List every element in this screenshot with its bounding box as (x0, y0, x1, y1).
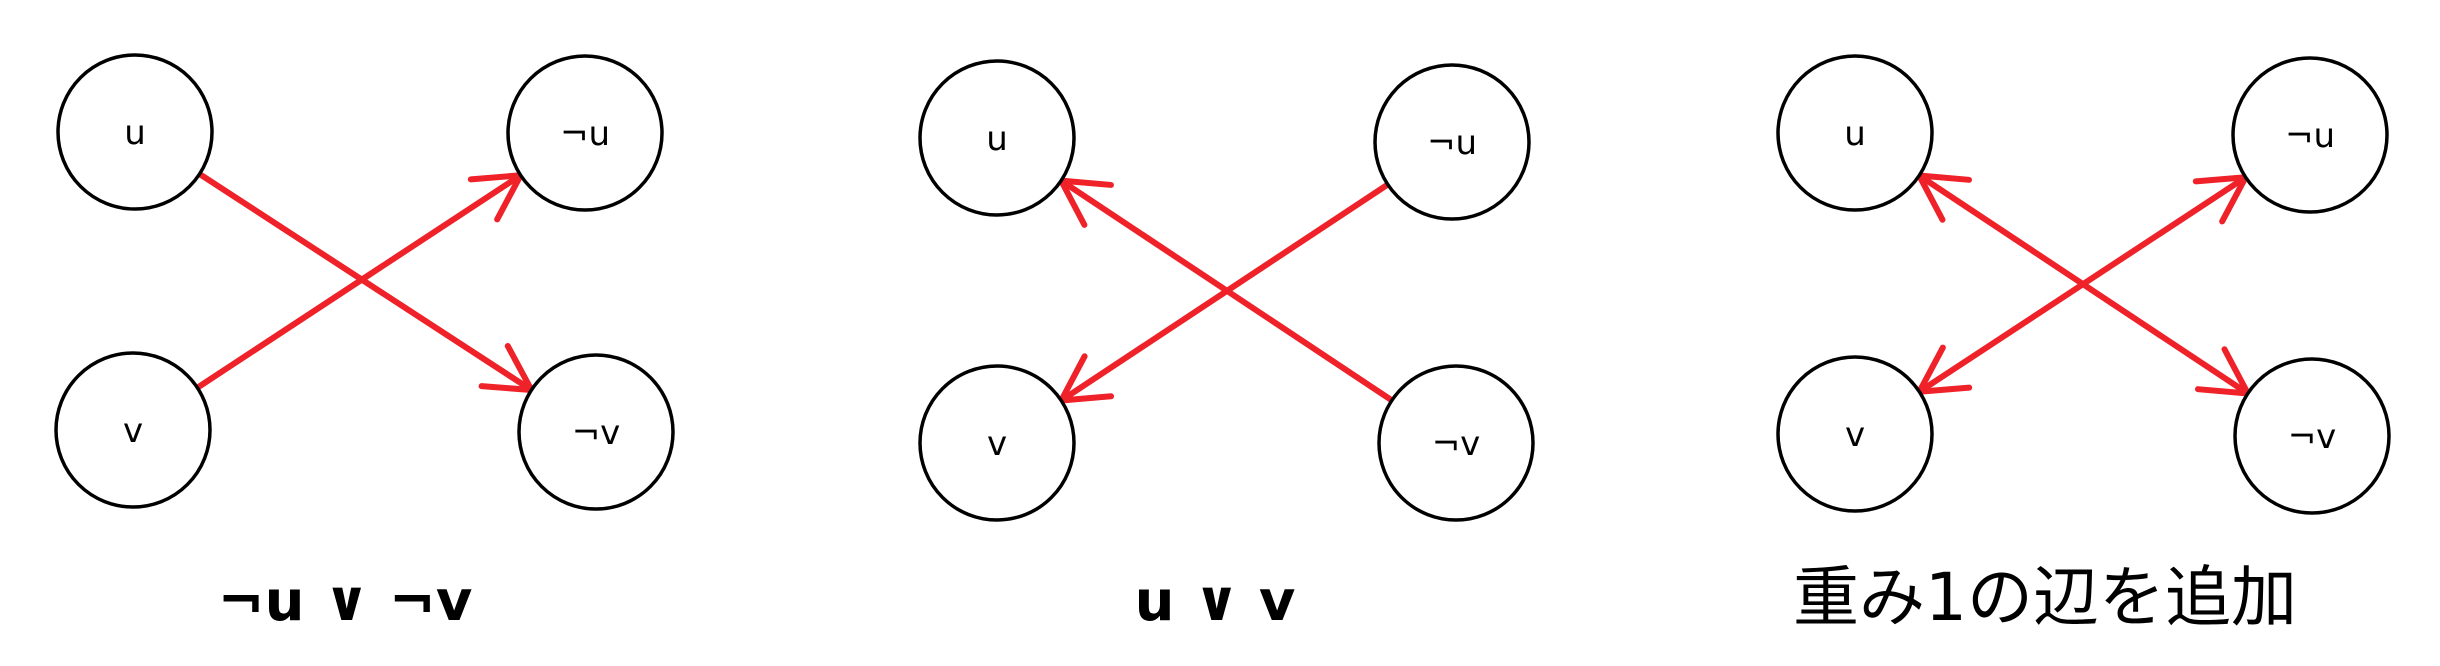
edge-u-nv (196, 170, 535, 394)
node-label: u (124, 113, 146, 153)
node-not-u: ¬u (506, 54, 664, 212)
node-circle (54, 351, 212, 509)
node-not-u: ¬u (2231, 56, 2389, 214)
node-circle (1776, 54, 1934, 212)
node-v: v (1776, 355, 1934, 513)
node-circle (56, 53, 214, 211)
node-not-v: ¬v (2233, 357, 2391, 515)
node-label: v (123, 411, 143, 451)
node-circle (918, 364, 1076, 522)
node-label: u (1844, 114, 1866, 154)
node-label: ¬v (572, 413, 621, 453)
panel-1: u ¬u v ¬v ¬u ∨ ¬v (54, 53, 675, 634)
node-circle (1377, 364, 1535, 522)
node-circle (2231, 56, 2389, 214)
node-u: u (1776, 54, 1934, 212)
node-circle (506, 54, 664, 212)
panel-2: u ¬u v ¬v u ∨ v (918, 59, 1535, 634)
node-not-v: ¬v (1377, 364, 1535, 522)
node-u: u (56, 53, 214, 211)
node-v: v (54, 351, 212, 509)
node-circle (517, 353, 675, 511)
node-label: ¬v (1432, 424, 1481, 464)
panel-caption: 重み1の辺を追加 (1793, 559, 2297, 636)
edge-line (1058, 177, 1395, 404)
edge-line (194, 172, 524, 391)
node-label: ¬u (560, 114, 610, 154)
node-u: u (918, 59, 1076, 217)
panel-3: u ¬u v ¬v 重み1の辺を追加 (1776, 54, 2391, 636)
node-not-v: ¬v (517, 353, 675, 511)
edge-line (196, 170, 535, 394)
node-label: v (987, 424, 1007, 464)
node-label: ¬v (2288, 417, 2337, 457)
node-v: v (918, 364, 1076, 522)
node-label: ¬u (1427, 123, 1477, 163)
node-label: u (986, 119, 1008, 159)
panel-caption: u ∨ v (1135, 569, 1296, 634)
node-circle (1373, 63, 1531, 221)
node-not-u: ¬u (1373, 63, 1531, 221)
panel-caption: ¬u ∨ ¬v (218, 569, 473, 634)
edge-line (1916, 174, 2249, 395)
node-circle (1776, 355, 1934, 513)
node-circle (2233, 357, 2391, 515)
node-label: ¬u (2285, 116, 2335, 156)
node-circle (918, 59, 1076, 217)
node-label: v (1845, 415, 1865, 455)
